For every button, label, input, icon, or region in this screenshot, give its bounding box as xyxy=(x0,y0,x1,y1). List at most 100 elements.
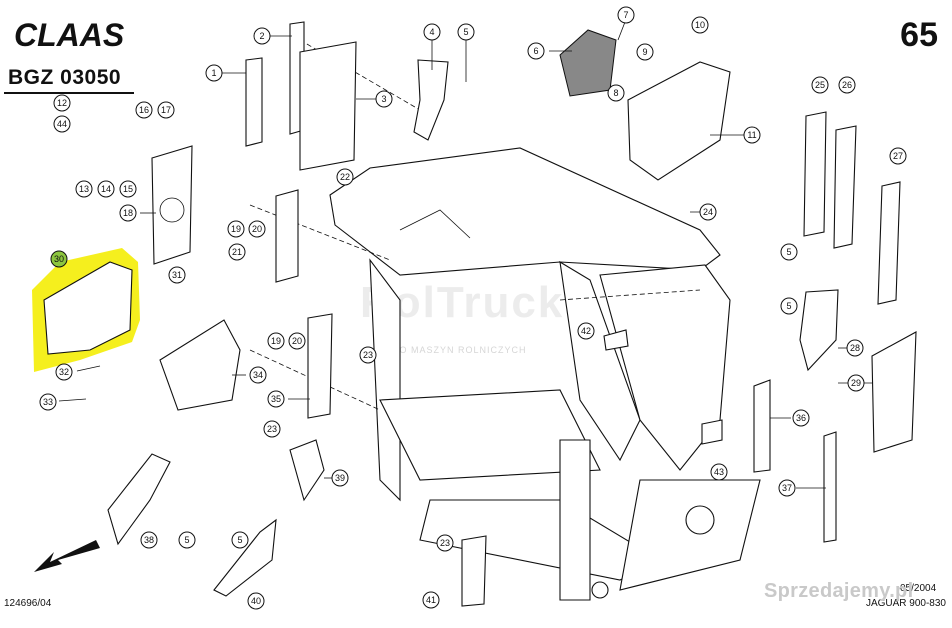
callout-4: 4 xyxy=(423,23,441,41)
svg-text:23: 23 xyxy=(363,350,373,360)
svg-text:22: 22 xyxy=(340,172,350,182)
callout-20b: 20 xyxy=(288,332,306,350)
callout-20a: 20 xyxy=(248,220,266,238)
svg-text:21: 21 xyxy=(232,247,242,257)
callout-29: 29 xyxy=(847,374,865,392)
callout-7: 7 xyxy=(617,6,635,24)
callout-28: 28 xyxy=(846,339,864,357)
channel-35 xyxy=(307,313,333,419)
group-code: BGZ 03050 xyxy=(8,66,122,89)
divider xyxy=(4,92,134,94)
callout-34: 34 xyxy=(249,366,267,384)
direction-arrow-icon xyxy=(34,540,100,572)
svg-text:5: 5 xyxy=(786,301,791,311)
callout-6: 6 xyxy=(527,42,545,60)
issue-date: 05/2004 xyxy=(900,583,937,594)
callout-33: 33 xyxy=(39,393,57,411)
svg-text:4: 4 xyxy=(429,27,434,37)
brand-text: CLAAS xyxy=(14,18,125,52)
svg-text:19: 19 xyxy=(231,224,241,234)
svg-text:5: 5 xyxy=(463,27,468,37)
watermark-tagline: ODO MASZYN ROLNICZYCH xyxy=(384,345,527,355)
svg-text:40: 40 xyxy=(251,596,261,606)
callout-37: 37 xyxy=(778,479,796,497)
svg-text:36: 36 xyxy=(796,413,806,423)
callout-30: 30 xyxy=(50,250,68,268)
svg-text:41: 41 xyxy=(426,595,436,605)
svg-text:24: 24 xyxy=(703,207,713,217)
channel-21 xyxy=(275,189,299,283)
svg-text:28: 28 xyxy=(850,343,860,353)
svg-text:11: 11 xyxy=(747,130,756,140)
watermark-site: Sprzedajemy.pl xyxy=(764,580,914,602)
svg-text:29: 29 xyxy=(851,378,861,388)
svg-text:19: 19 xyxy=(271,336,281,346)
callout-17: 17 xyxy=(157,101,175,119)
callout-2: 2 xyxy=(253,27,271,45)
cover-6 xyxy=(559,29,617,97)
svg-text:3: 3 xyxy=(381,94,386,104)
plate-1 xyxy=(245,57,263,147)
callout-10: 10 xyxy=(691,16,709,34)
svg-text:34: 34 xyxy=(253,370,263,380)
svg-text:20: 20 xyxy=(292,336,302,346)
callout-8: 8 xyxy=(607,84,625,102)
callout-31: 31 xyxy=(168,266,186,284)
svg-text:5: 5 xyxy=(237,535,242,545)
svg-text:23: 23 xyxy=(267,424,277,434)
plate-18 xyxy=(151,145,193,265)
callout-26: 26 xyxy=(838,76,856,94)
plate-28 xyxy=(799,289,839,372)
svg-text:43: 43 xyxy=(714,467,724,477)
callout-22: 22 xyxy=(336,168,354,186)
svg-text:9: 9 xyxy=(642,47,647,57)
svg-text:8: 8 xyxy=(613,88,618,98)
strip-26 xyxy=(833,125,857,249)
svg-text:15: 15 xyxy=(123,184,133,194)
svg-text:17: 17 xyxy=(161,105,171,115)
document-reference: 124696/04 xyxy=(4,598,52,609)
callout-19b: 19 xyxy=(267,332,285,350)
callout-25: 25 xyxy=(811,76,829,94)
callout-5c: 5 xyxy=(780,297,798,315)
svg-text:13: 13 xyxy=(79,184,89,194)
callout-23c: 23 xyxy=(436,534,454,552)
callout-42: 42 xyxy=(577,322,595,340)
bracket-40 xyxy=(213,518,277,597)
strip-27 xyxy=(877,181,901,305)
callout-40: 40 xyxy=(247,592,265,610)
callout-41: 41 xyxy=(422,591,440,609)
callout-44: 44 xyxy=(53,115,71,133)
callout-5a: 5 xyxy=(457,23,475,41)
callout-24: 24 xyxy=(699,203,717,221)
callout-15: 15 xyxy=(119,180,137,198)
svg-text:26: 26 xyxy=(842,80,852,90)
callout-32: 32 xyxy=(55,363,73,381)
svg-text:39: 39 xyxy=(335,473,345,483)
page-number: 65 xyxy=(900,16,938,54)
callout-5d: 5 xyxy=(178,531,196,549)
svg-text:31: 31 xyxy=(172,270,182,280)
callout-38: 38 xyxy=(140,531,158,549)
bracket-41 xyxy=(461,535,487,607)
svg-text:33: 33 xyxy=(43,397,53,407)
strip-25 xyxy=(803,111,827,237)
svg-text:35: 35 xyxy=(271,394,281,404)
svg-text:10: 10 xyxy=(695,20,705,30)
svg-text:44: 44 xyxy=(57,119,67,129)
svg-text:37: 37 xyxy=(782,483,792,493)
svg-text:38: 38 xyxy=(144,535,154,545)
callout-43: 43 xyxy=(710,463,728,481)
callout-39: 39 xyxy=(331,469,349,487)
clip-42 xyxy=(603,329,629,351)
svg-text:18: 18 xyxy=(123,208,133,218)
callout-12: 12 xyxy=(53,94,71,112)
callout-27: 27 xyxy=(889,147,907,165)
plate-34 xyxy=(159,319,241,411)
bracket-36 xyxy=(753,379,771,473)
callout-9: 9 xyxy=(636,43,654,61)
callout-23b: 23 xyxy=(263,420,281,438)
svg-text:5: 5 xyxy=(786,247,791,257)
callout-5b: 5 xyxy=(780,243,798,261)
